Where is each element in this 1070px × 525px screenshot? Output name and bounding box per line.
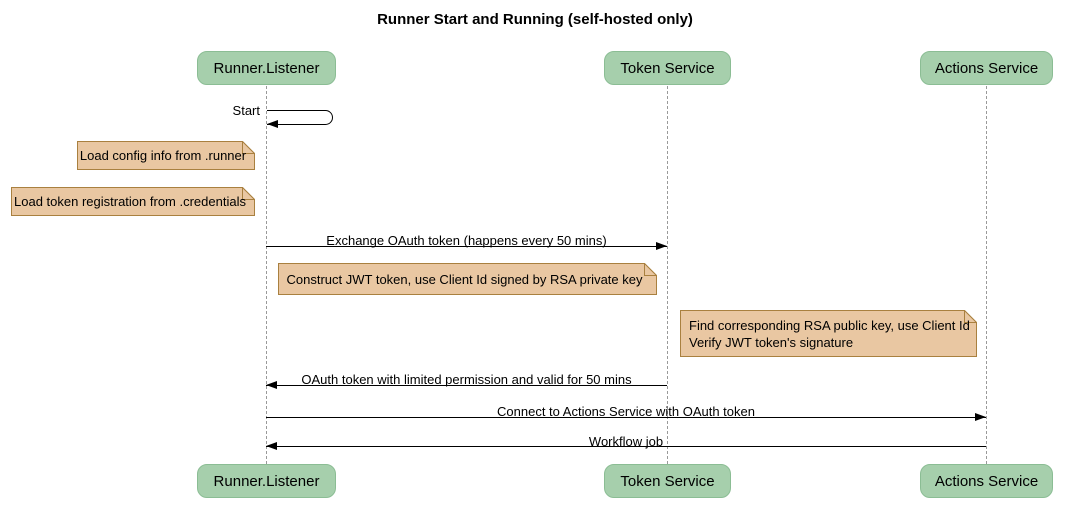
note-text-line-1: Find corresponding RSA public key, use C… (689, 317, 970, 333)
note-shape-icon (11, 187, 255, 216)
participant-runner-listener-top: Runner.Listener (197, 51, 336, 85)
arrowhead-right-icon (656, 242, 667, 250)
note-load-config: Load config info from .runner (77, 141, 255, 170)
participant-actions-service-top: Actions Service (920, 51, 1053, 85)
lifeline-runner-listener (266, 86, 267, 464)
arrowhead-left-icon (266, 442, 277, 450)
arrowhead-left-icon (266, 381, 277, 389)
message-line (266, 446, 986, 447)
participant-actions-service-bottom: Actions Service (920, 464, 1053, 498)
participant-label: Runner.Listener (213, 472, 320, 490)
lifeline-actions-service (986, 86, 987, 464)
note-shape-icon (278, 263, 657, 295)
participant-label: Actions Service (934, 472, 1039, 490)
participant-label: Token Service (620, 59, 715, 77)
message-label: Connect to Actions Service with OAuth to… (497, 404, 755, 419)
note-shape-icon (77, 141, 255, 170)
note-text: Construct JWT token, use Client Id signe… (286, 271, 643, 287)
message-line (266, 246, 667, 247)
participant-runner-listener-bottom: Runner.Listener (197, 464, 336, 498)
message-label: Exchange OAuth token (happens every 50 m… (326, 233, 607, 248)
message-label: Workflow job (588, 434, 664, 449)
lifeline-token-service (667, 86, 668, 464)
participant-label: Runner.Listener (213, 59, 320, 77)
participant-label: Actions Service (934, 59, 1039, 77)
note-text: Load token registration from .credential… (14, 194, 246, 209)
note-construct-jwt: Construct JWT token, use Client Id signe… (278, 263, 657, 295)
note-load-token-registration: Load token registration from .credential… (11, 187, 255, 216)
note-text-line-2: Verify JWT token's signature (689, 334, 854, 350)
participant-label: Token Service (620, 472, 715, 490)
arrowhead-left-icon (267, 120, 278, 128)
message-line (266, 385, 667, 386)
participant-token-service-bottom: Token Service (604, 464, 731, 498)
note-text: Load config info from .runner (79, 148, 247, 163)
self-message-label: Start (232, 103, 260, 118)
arrowhead-right-icon (975, 413, 986, 421)
participant-token-service-top: Token Service (604, 51, 731, 85)
note-verify-jwt: Find corresponding RSA public key, use C… (680, 310, 977, 357)
note-text: Find corresponding RSA public key, use C… (680, 310, 977, 357)
diagram-title: Runner Start and Running (self-hosted on… (377, 11, 693, 28)
message-line (266, 417, 986, 418)
note-shape-icon (680, 310, 977, 357)
self-message-loop-line (267, 110, 333, 125)
message-label: OAuth token with limited permission and … (301, 372, 632, 387)
